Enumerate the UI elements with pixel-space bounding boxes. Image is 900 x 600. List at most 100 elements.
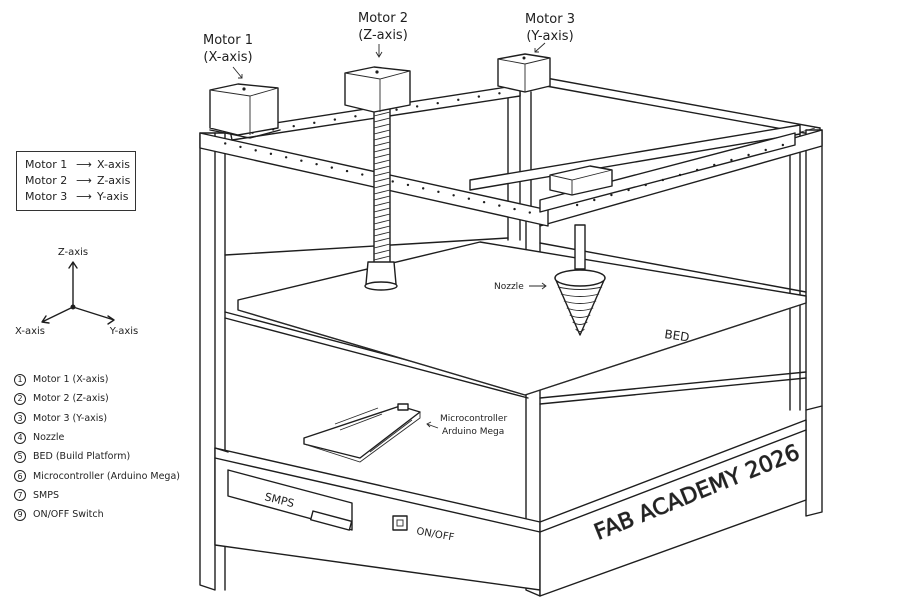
- screw-thread: [373, 237, 391, 243]
- rail-hole: [292, 124, 295, 128]
- nozzle-ring: [569, 314, 591, 318]
- on-off-switch[interactable]: [392, 515, 408, 531]
- map-row: Motor 2 ⟶ Z-axis: [25, 173, 135, 189]
- legend-text: Motor 3 (Y-axis): [33, 412, 108, 424]
- motor2-label: Motor 2: [358, 11, 408, 26]
- nozzle-ring: [575, 328, 585, 332]
- motor-2: [344, 66, 411, 113]
- screw-thread: [373, 225, 391, 231]
- rail-hole: [661, 178, 665, 182]
- legend-text: ON/OFF Switch: [33, 509, 104, 521]
- screw-thread: [373, 249, 391, 255]
- rail-hole: [627, 188, 630, 192]
- z-axis-label: Z-axis: [58, 247, 88, 258]
- legend-item: 5 BED (Build Platform): [14, 447, 180, 466]
- screw-thread: [373, 129, 391, 135]
- motor2-axis-label: (Z-axis): [358, 28, 408, 43]
- nozzle-ring: [557, 286, 603, 290]
- screw-thread: [373, 201, 391, 207]
- rail-hole: [610, 193, 613, 197]
- screw-thread: [373, 231, 391, 237]
- legend-number: 9: [14, 508, 26, 521]
- legend-number: 6: [14, 470, 26, 483]
- legend-number: 5: [14, 450, 26, 463]
- rail-hole: [764, 148, 767, 152]
- base-enclosure: [214, 405, 823, 597]
- arrow-right-icon: ⟶: [76, 158, 92, 171]
- rail-hole: [498, 92, 501, 95]
- map-row: Motor 3 ⟶ Y-axis: [25, 189, 135, 205]
- x-axis-label: X-axis: [15, 326, 45, 337]
- rail-hole: [333, 118, 337, 121]
- map-motor: Motor 2: [25, 174, 68, 187]
- rail-hole: [713, 163, 716, 167]
- motor-axis-map: Motor 1 ⟶ X-axis Motor 2 ⟶ Z-axis Motor …: [16, 151, 136, 211]
- legend-number: 7: [14, 489, 26, 502]
- screw-thread: [373, 171, 391, 177]
- legend-text: BED (Build Platform): [33, 451, 131, 463]
- rail-hole: [730, 158, 733, 162]
- arrow-right-icon: ⟶: [76, 174, 92, 187]
- rail-hole: [354, 115, 357, 118]
- map-axis: Y-axis: [97, 190, 129, 203]
- rail-hole: [695, 168, 699, 172]
- rail-hole: [452, 194, 455, 197]
- screw-thread: [373, 255, 391, 261]
- motor-3: [497, 53, 551, 93]
- screw-thread: [373, 195, 391, 201]
- nozzle-ring: [563, 300, 597, 304]
- motor-1: [209, 83, 281, 139]
- rail-hole: [457, 98, 460, 102]
- nozzle-ring: [560, 293, 600, 297]
- nozzle-callout: Nozzle: [494, 282, 524, 292]
- legend-text: Motor 2 (Z-axis): [33, 393, 109, 405]
- rail-hole: [575, 203, 579, 207]
- rail-hole: [330, 166, 334, 169]
- bed-platform: [237, 241, 807, 396]
- screw-thread: [373, 153, 391, 159]
- legend-item: 9 ON/OFF Switch: [14, 505, 180, 524]
- screw-thread: [373, 135, 391, 141]
- mcu-callout-line1: Microcontroller: [440, 414, 507, 424]
- y-axis-label: Y-axis: [109, 326, 139, 337]
- bed-callout: BED: [664, 327, 691, 344]
- rail-hole: [436, 101, 439, 105]
- rail-hole: [300, 159, 303, 162]
- screw-thread: [373, 183, 391, 189]
- rail-hole: [315, 162, 318, 166]
- map-motor: Motor 1: [25, 158, 68, 171]
- rail-hole: [482, 200, 486, 204]
- screw-thread: [373, 189, 391, 195]
- legend-text: Nozzle: [33, 432, 65, 444]
- map-axis: X-axis: [97, 158, 130, 171]
- screw-thread: [373, 165, 391, 171]
- map-axis: Z-axis: [97, 174, 131, 187]
- z-lead-screw: [364, 107, 398, 291]
- rail-hole: [395, 108, 398, 111]
- rail-hole: [528, 211, 531, 214]
- nozzle-ring: [572, 321, 588, 325]
- legend-item: 7 SMPS: [14, 486, 180, 505]
- arduino-mega: [303, 403, 421, 463]
- screw-thread: [373, 207, 391, 213]
- rail-hole: [513, 207, 516, 211]
- screw-thread: [373, 213, 391, 219]
- screw-thread: [373, 111, 391, 117]
- rail-hole: [498, 204, 501, 207]
- screw-thread: [373, 147, 391, 153]
- rail-hole: [254, 149, 257, 152]
- legend-text: SMPS: [33, 489, 59, 501]
- mcu-callout-line2: Arduino Mega: [442, 427, 504, 437]
- motor3-axis-label: (Y-axis): [526, 29, 573, 44]
- nozzle-ring: [566, 307, 594, 311]
- rail-hole: [781, 143, 785, 147]
- nozzle: [554, 224, 606, 336]
- motor1-label: Motor 1: [203, 33, 253, 48]
- arrow-right-icon: ⟶: [76, 190, 92, 203]
- rail-hole: [284, 156, 288, 159]
